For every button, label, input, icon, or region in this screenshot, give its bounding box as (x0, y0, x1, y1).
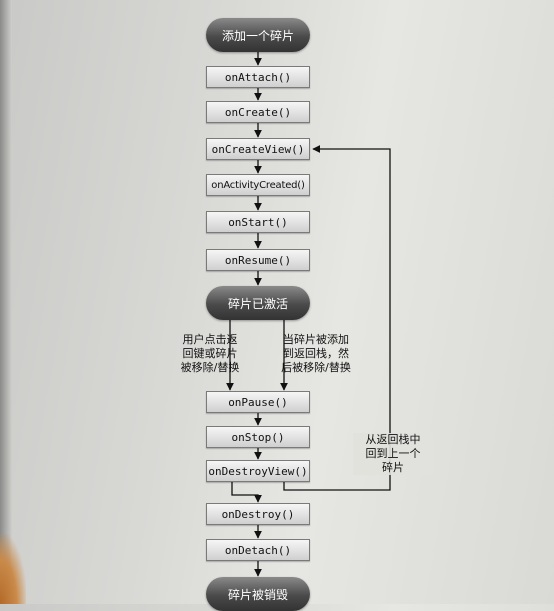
note-user-back: 用户点击返 回键或碎片 被移除/替换 (180, 333, 240, 374)
node-on-activity-created: onActivityCreated() (206, 174, 310, 196)
node-on-attach: onAttach() (206, 66, 310, 88)
arrow-destroyview-to-destroy (231, 482, 262, 503)
arrow-return-to-createview (283, 145, 391, 491)
node-on-destroy: onDestroy() (206, 503, 310, 525)
node-add-fragment: 添加一个碎片 (206, 18, 310, 52)
book-page-edge (0, 0, 12, 604)
node-fragment-active: 碎片已激活 (206, 286, 310, 320)
note-return-from-stack: 从返回栈中 回到上一个 碎片 (353, 433, 433, 475)
node-on-create: onCreate() (206, 101, 310, 123)
page-corner (0, 534, 26, 604)
node-on-start: onStart() (206, 211, 310, 233)
node-fragment-destroyed: 碎片被销毁 (206, 577, 310, 611)
node-on-destroy-view: onDestroyView() (206, 460, 310, 482)
node-on-resume: onResume() (206, 249, 310, 271)
node-on-stop: onStop() (206, 426, 310, 448)
node-on-pause: onPause() (206, 391, 310, 413)
node-on-create-view: onCreateView() (206, 138, 310, 160)
node-on-detach: onDetach() (206, 539, 310, 561)
note-back-stack-add: 当碎片被添加 到返回栈，然 后被移除/替换 (281, 333, 351, 374)
